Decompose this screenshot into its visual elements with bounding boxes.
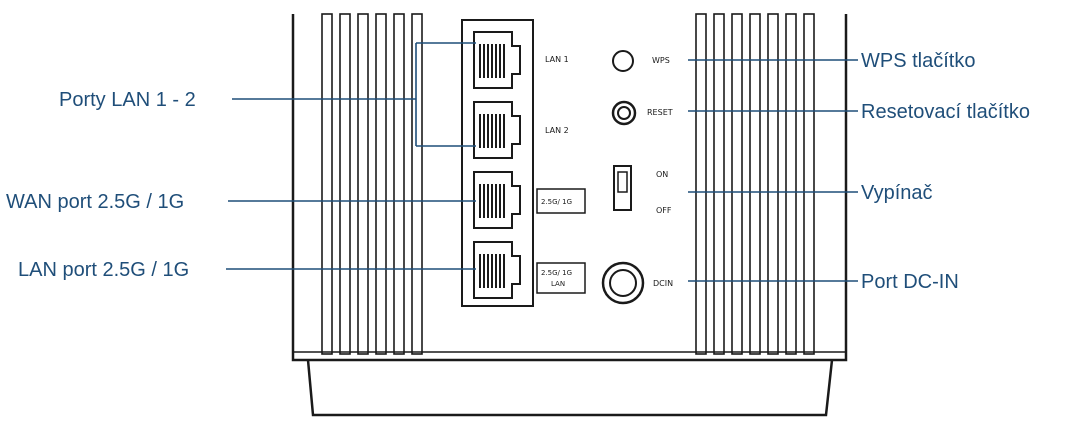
label-wps: WPS (652, 56, 670, 65)
left-vent (321, 13, 423, 355)
label-on: ON (656, 170, 668, 179)
power-switch (613, 165, 632, 211)
label-off: OFF (656, 206, 672, 215)
callout-wan-port: WAN port 2.5G / 1G (6, 191, 184, 213)
leader-lines (226, 42, 858, 282)
wps-button (612, 50, 634, 72)
right-vent (695, 13, 815, 355)
label-lan1: LAN 1 (545, 55, 569, 64)
label-reset: RESET (647, 108, 673, 117)
label-lan2: LAN 2 (545, 126, 569, 135)
callout-power-switch: Vypínač (861, 182, 933, 204)
lan-speed-box (536, 262, 586, 294)
label-lan-speed-line1: 2.5G/ 1G (541, 269, 572, 277)
ethernet-port-lan-25g (473, 241, 521, 299)
callout-dc-in-port: Port DC-IN (861, 271, 959, 293)
ethernet-port-wan (473, 171, 521, 229)
ethernet-port-lan1 (473, 31, 521, 89)
callout-wps-button: WPS tlačítko (861, 50, 975, 72)
callout-reset-button: Resetovací tlačítko (861, 101, 1030, 123)
port-panel (461, 19, 534, 307)
reset-button (611, 100, 637, 126)
router-body (291, 14, 848, 417)
label-dcin: DCIN (653, 279, 673, 288)
callout-lan-port-25g: LAN port 2.5G / 1G (18, 259, 189, 281)
label-wan-speed: 2.5G/ 1G (541, 198, 572, 206)
callout-lan-ports: Porty LAN 1 - 2 (59, 89, 196, 111)
dc-in-port (601, 261, 645, 305)
wan-speed-box (536, 188, 586, 214)
label-lan-speed-line2: LAN (551, 280, 565, 288)
ethernet-port-lan2 (473, 101, 521, 159)
